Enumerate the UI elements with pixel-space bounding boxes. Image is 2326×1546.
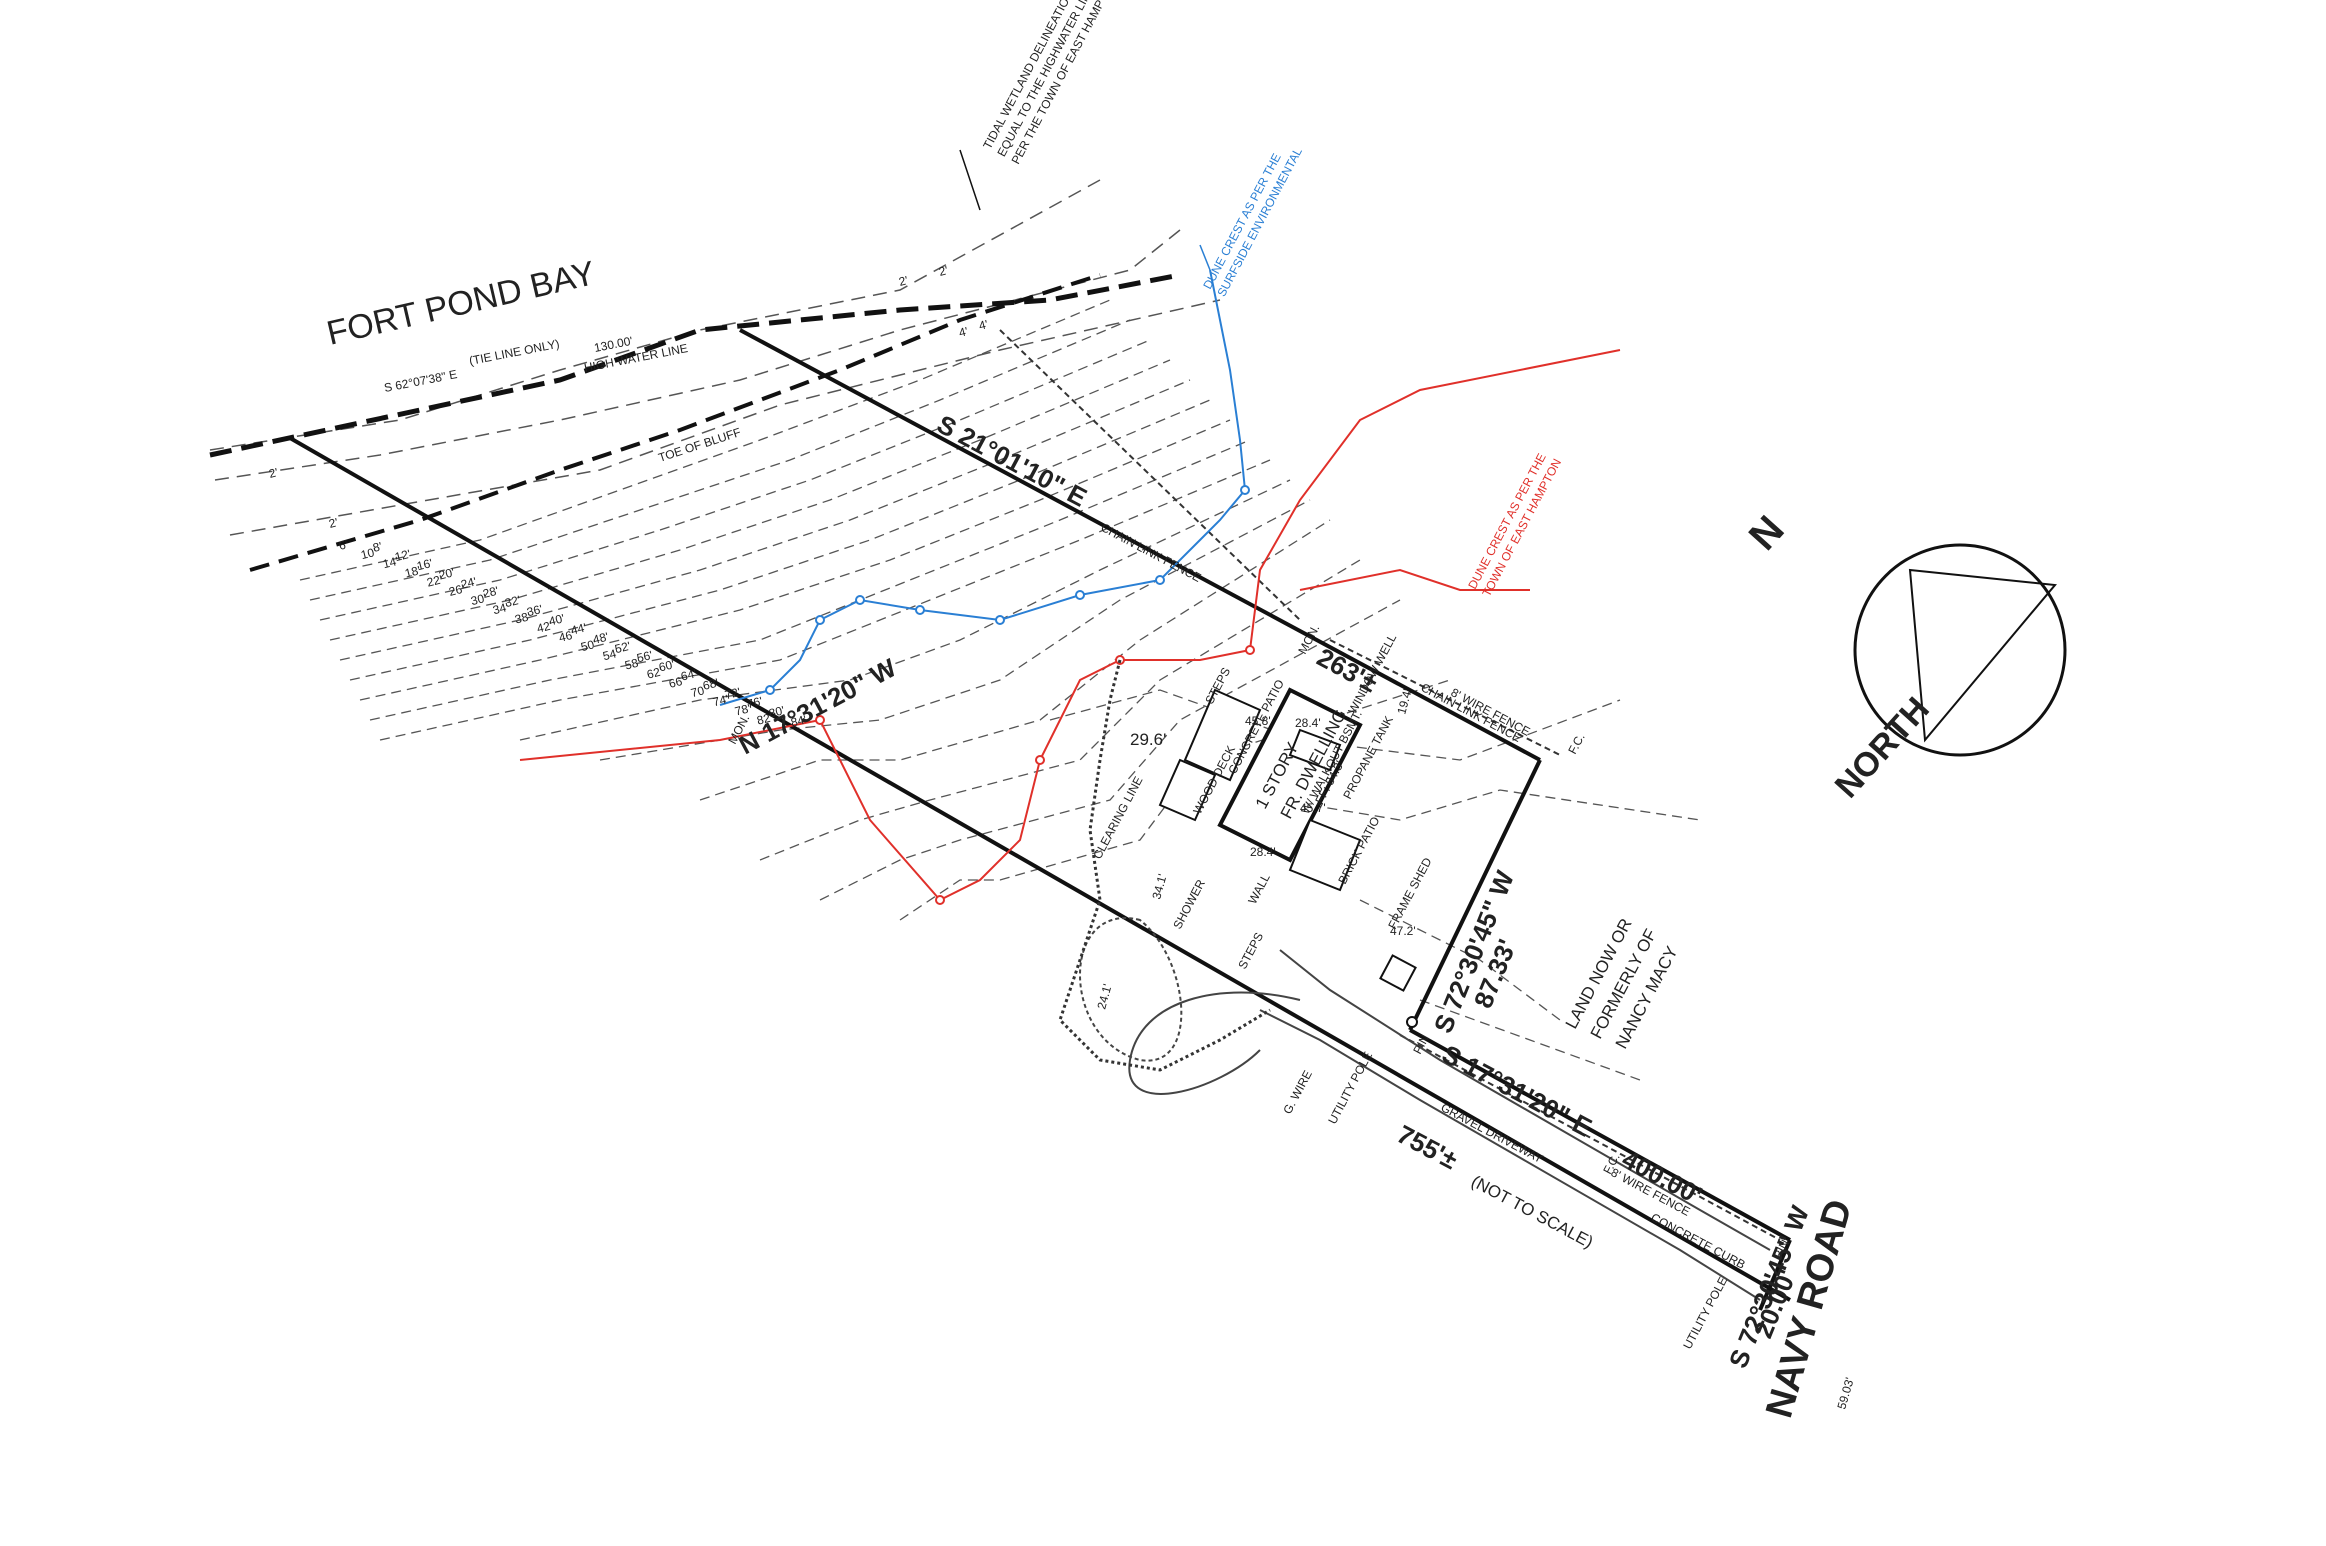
property-boundary [289,328,1792,1311]
surfside-leader [1199,244,1211,271]
tie-bearing-label: S 62°07'38" E [383,367,458,395]
contour-label: 56' [635,648,654,665]
contour-labels: 2' 2' 2' 4' 4' 2' 6' 8'10' 12'14' 16'18' 20'22' 24'… [267,263,989,730]
dim-284-top: 28.4' [1295,716,1321,730]
contour-label: 66' [667,674,686,691]
contour-label: 26' [447,582,466,599]
contour-label: 60' [657,657,676,674]
contour-label: 42' [535,618,554,635]
contour-label: 30' [469,591,488,608]
high-water-line [209,272,1181,458]
contour-label: 2' [937,263,949,279]
tie-line-label: (TIE LINE ONLY) [468,337,561,368]
dim-472: 47.2' [1390,924,1416,938]
dist-755-label: 755'± [1392,1119,1462,1175]
bearing-strip-label: S 17°31'20" E [1437,1039,1597,1143]
elev-road-label: 59.03' [1834,1376,1856,1411]
contour-label: 72' [723,685,742,702]
dim-341: 34.1' [1149,872,1169,900]
dim-458: 45.8' [1245,714,1271,728]
contour-label: 48' [591,630,610,647]
contour-label: 70' [689,683,708,700]
clearing-line [1058,659,1271,1072]
dim-194: 19.4' [1394,687,1414,715]
contour-label: 16' [415,556,434,573]
clearing-line-label: CLEARING LINE [1090,774,1145,861]
contour-label: 68' [701,676,720,693]
gravel-driveway [1079,917,1771,1301]
contour-label: 8' [371,539,383,555]
contour-label: 80' [767,703,786,720]
contour-label: 34' [491,600,510,617]
contour-label: 22' [425,572,444,589]
utility-pole-label: UTILITY POLE [1325,1049,1375,1126]
bearing-ne-label: S 21°01'10" E [932,409,1092,513]
fence-lines [999,329,1781,1241]
north-arrow: N NORTH [1741,508,2067,805]
not-to-scale-label: (NOT TO SCALE) [1468,1172,1596,1252]
contour-label: 84' [789,712,808,729]
contour-label: 10' [359,545,378,562]
contour-label: 4' [957,324,969,340]
dune-crest-east-hampton-line [519,349,1621,905]
fc-label: F.C. [1565,731,1587,756]
contour-label: 50' [579,637,598,654]
dune-crest-surfside-line [719,269,1250,706]
dim-457: 45.7' [1300,801,1326,815]
contour-label: 78' [733,701,752,718]
contour-label: 58' [623,655,642,672]
contour-label: 40' [547,611,566,628]
contour-label: 28' [481,584,500,601]
contour-label: 74' [711,692,730,709]
dim-296: 29.6' [1130,730,1166,749]
contour-label: 14' [381,554,400,571]
dune-surfside-line-2: SURFSIDE ENVIRONMENTAL [1214,145,1305,299]
contour-label: 18' [403,563,422,580]
contour-label: 12' [393,547,412,564]
dune-surfside-line-1: DUNE CREST AS PER THE [1200,151,1284,291]
contour-label: 2' [327,515,339,531]
contour-label: 4' [977,317,989,333]
dune-east-hampton-note: DUNE CREST AS PER THE TOWN OF EAST HAMPT… [1465,451,1564,599]
contour-label: 46' [557,628,576,645]
contour-label: 62' [645,664,664,681]
shoreline-contours [209,179,1221,536]
toe-of-bluff-line [249,273,1101,572]
steps-label-2: STEPS [1235,930,1266,971]
utility-pole-label-2: UTILITY POLE [1680,1274,1730,1351]
frame-shed-label: FRAME SHED [1385,855,1434,931]
tidal-note-leader [959,149,981,211]
contour-label: 32' [503,593,522,610]
wall-label: WALL [1245,871,1273,906]
contour-label: 38' [513,609,532,626]
contour-label: 44' [569,620,588,637]
dwelling [1158,687,1418,1028]
contour-label: 20' [437,565,456,582]
dim-284-bot: 28.4' [1250,845,1276,859]
dim-241: 24.1' [1094,982,1114,1010]
contour-label: 6' [337,537,349,553]
contour-label: 52' [613,639,632,656]
g-wire-label: G. WIRE [1280,1068,1315,1116]
contour-label: 82' [755,710,774,727]
tidal-wetland-note: TIDAL WETLAND DELINEATION IS EQUAL TO TH… [980,0,1119,166]
dune-surfside-note: DUNE CREST AS PER THE SURFSIDE ENVIRONME… [1200,145,1305,299]
contour-label: 64' [679,666,698,683]
contour-label: 76' [745,694,764,711]
dune-eh-line-1: DUNE CREST AS PER THE [1465,451,1549,591]
contour-label: 36' [525,602,544,619]
contour-label: 2' [897,273,909,289]
contour-label: 24' [459,574,478,591]
shower-label: SHOWER [1170,877,1208,932]
contour-label: 2' [267,465,279,481]
north-arrow-n: N [1741,508,1793,559]
contour-label: 54' [601,646,620,663]
